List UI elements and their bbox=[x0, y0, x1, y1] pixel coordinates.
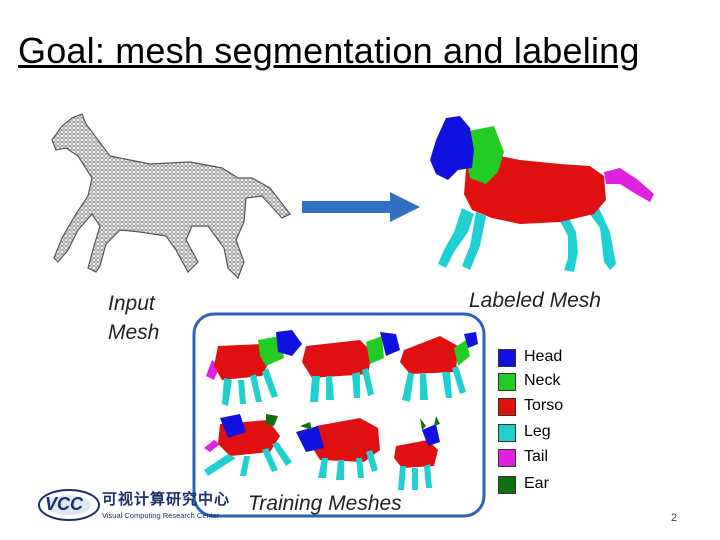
legend-label-head: Head bbox=[524, 348, 563, 365]
input-mesh-label: Input Mesh bbox=[108, 292, 160, 344]
legend-label-torso: Torso bbox=[524, 397, 564, 414]
logo-english-text: Visual Computing Research Center bbox=[102, 511, 220, 520]
input-mesh-horse bbox=[51, 113, 291, 280]
logo-chinese-text: 可视计算研究中心 bbox=[102, 491, 231, 508]
vcc-logo: VCC 可视计算研究中心 Visual Computing Research C… bbox=[38, 484, 253, 530]
training-cow bbox=[302, 332, 400, 402]
legend-label-leg: Leg bbox=[524, 423, 551, 440]
legend-swatch-leg bbox=[498, 424, 516, 442]
training-pig bbox=[296, 418, 380, 480]
legend-label-ear: Ear bbox=[524, 475, 549, 492]
legend-swatch-neck bbox=[498, 373, 516, 391]
page-number: 2 bbox=[671, 512, 678, 524]
training-wolf bbox=[204, 414, 292, 476]
vcc-logo-mark bbox=[38, 489, 100, 521]
legend-swatch-head bbox=[498, 349, 516, 367]
training-goat bbox=[394, 416, 440, 490]
right-arrow-icon bbox=[302, 192, 420, 222]
training-frame bbox=[192, 312, 486, 518]
logo-mark-text: VCC bbox=[45, 494, 84, 514]
legend-label-tail: Tail bbox=[524, 448, 549, 465]
legend-swatch-tail bbox=[498, 449, 516, 467]
training-camel bbox=[400, 332, 478, 402]
legend-swatch-ear bbox=[498, 476, 516, 494]
labeled-mesh-label: Labeled Mesh bbox=[469, 289, 601, 312]
legend-swatch-torso bbox=[498, 398, 516, 416]
slide-title: Goal: mesh segmentation and labeling bbox=[18, 30, 640, 71]
legend-label-neck: Neck bbox=[524, 372, 561, 389]
labeled-mesh-horse bbox=[430, 116, 654, 272]
training-dog bbox=[206, 330, 302, 406]
training-meshes-label: Training Meshes bbox=[248, 492, 402, 515]
